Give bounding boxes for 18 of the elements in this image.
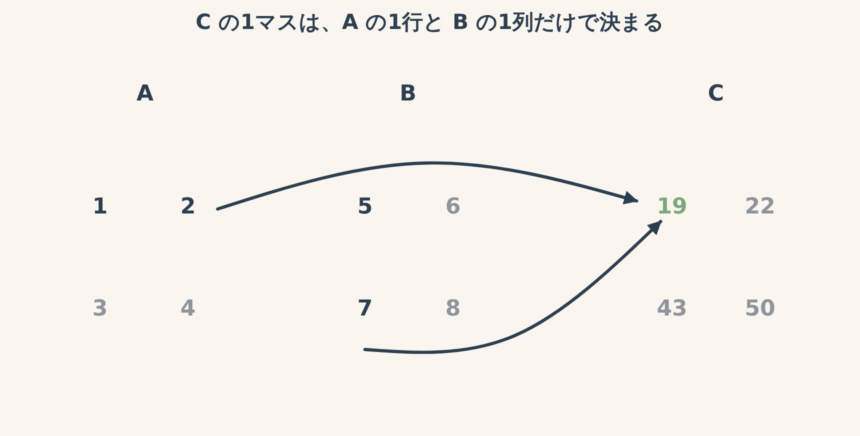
- matrix-cell: 19: [652, 192, 692, 222]
- matrix-cell: 1: [92, 194, 108, 220]
- matrix-cell: 2: [176, 192, 200, 222]
- matrix-heading: C: [708, 82, 724, 106]
- arrow: [216, 161, 638, 211]
- matrix-cell: 8: [445, 296, 461, 322]
- title: C の1マスは、A の1行と B の1列だけで決まる: [196, 9, 664, 36]
- matrix-cell: 50: [744, 296, 776, 322]
- matrix-cell: 3: [92, 296, 108, 322]
- matrix-cell: 43: [656, 296, 688, 322]
- matrix-cell: 5: [357, 194, 373, 220]
- matrix-cell: 22: [744, 194, 776, 220]
- matrix-cell: 7: [353, 294, 377, 350]
- matrix-heading: A: [136, 82, 154, 106]
- arrow: [363, 220, 662, 354]
- matrix-cell: 4: [180, 296, 196, 322]
- matrix-heading: B: [400, 82, 416, 106]
- matrix-cell: 6: [445, 194, 461, 220]
